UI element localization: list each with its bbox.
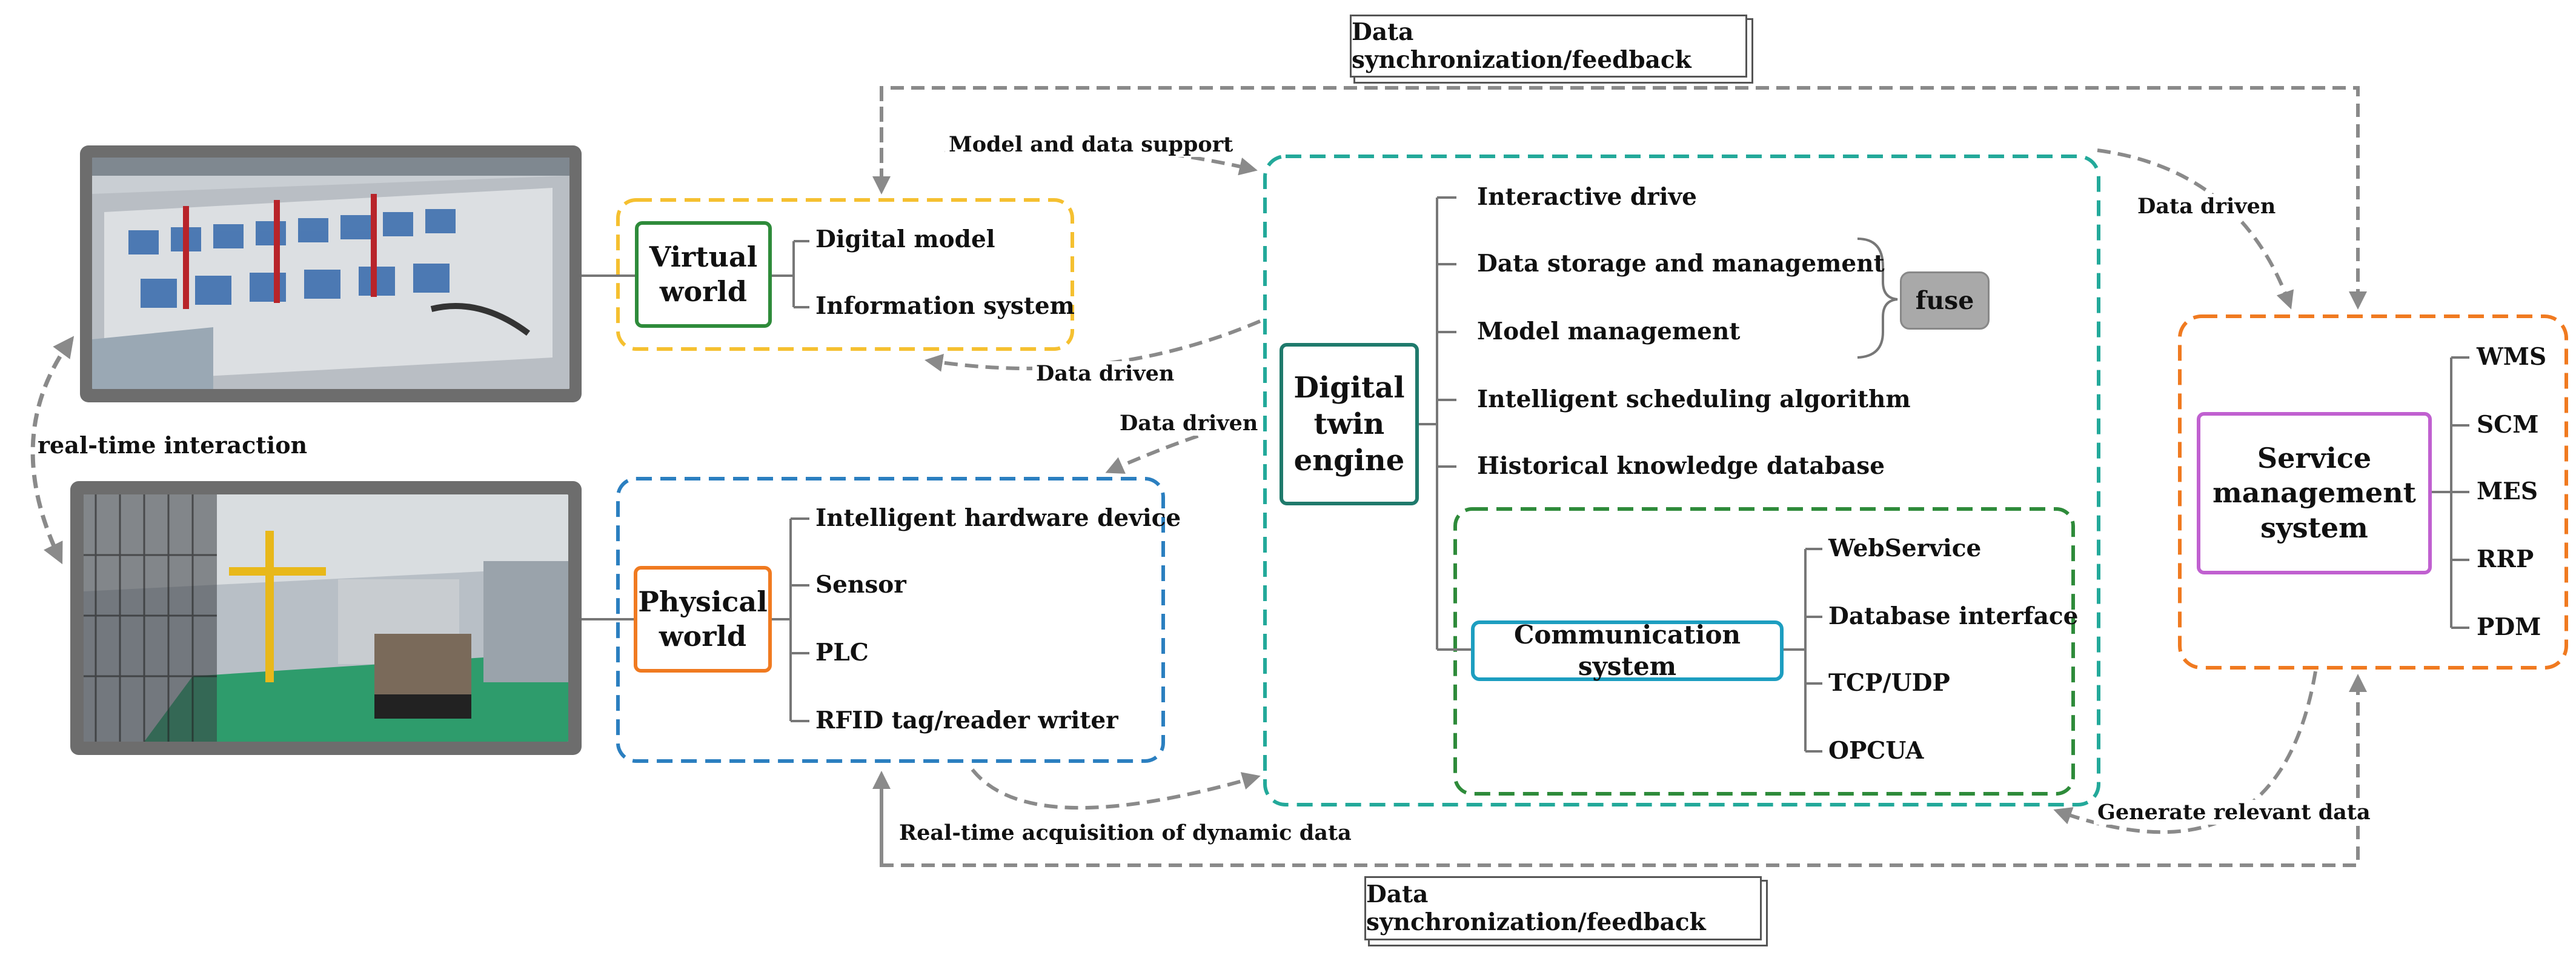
engine-title-line1: Digital xyxy=(1293,371,1405,405)
service-management-node: Service management system xyxy=(2197,412,2432,574)
engine-frame xyxy=(1263,155,2100,806)
physical-item-rfid: RFID tag/reader writer xyxy=(815,707,1118,734)
engine-item-data-storage: Data storage and management xyxy=(1477,250,1885,278)
engine-title-line3: engine xyxy=(1293,444,1405,477)
physical-item-sensor: Sensor xyxy=(815,571,906,599)
service-title-line3: system xyxy=(2260,511,2368,544)
factory-3d-model-icon xyxy=(92,158,569,389)
engine-title-line2: twin xyxy=(1313,407,1385,441)
edge-data-driven-virtual: Data driven xyxy=(1032,361,1178,386)
virtual-title-line2: world xyxy=(659,275,748,308)
virtual-title-line1: Virtual xyxy=(649,240,758,273)
service-frame xyxy=(2178,314,2568,670)
engine-item-scheduling: Intelligent scheduling algorithm xyxy=(1477,385,1911,413)
engine-item-model-management: Model management xyxy=(1477,318,1741,345)
edge-realtime-acquisition: Real-time acquisition of dynamic data xyxy=(895,820,1355,845)
fuse-node: fuse xyxy=(1900,271,1990,330)
edge-generate-relevant-data: Generate relevant data xyxy=(2094,800,2374,825)
virtual-item-digital-model: Digital model xyxy=(815,225,995,253)
comm-item-database-interface: Database interface xyxy=(1828,602,2079,630)
service-item-rrp: RRP xyxy=(2477,545,2534,573)
physical-frame xyxy=(616,477,1165,763)
edge-data-driven-physical: Data driven xyxy=(1116,411,1262,436)
engine-item-interactive-drive: Interactive drive xyxy=(1477,183,1697,211)
service-title-line2: management xyxy=(2213,476,2416,510)
service-item-wms: WMS xyxy=(2477,343,2547,371)
edge-data-driven-service: Data driven xyxy=(2134,194,2280,219)
physical-title-line1: Physical xyxy=(638,585,768,618)
service-item-mes: MES xyxy=(2477,477,2538,505)
service-item-scm: SCM xyxy=(2477,411,2539,439)
factory-floor-photo xyxy=(84,494,568,742)
comm-title: Communication system xyxy=(1513,619,1741,682)
sync-feedback-bottom: Data synchronization/feedback xyxy=(1364,876,1762,940)
physical-photo-frame xyxy=(70,481,582,755)
communication-system-node: Communication system xyxy=(1471,620,1784,681)
comm-item-webservice: WebService xyxy=(1828,534,1982,562)
comm-frame xyxy=(1453,507,2075,796)
digital-twin-engine-node: Digital twin engine xyxy=(1280,343,1419,505)
factory-3d-model-image xyxy=(92,158,569,389)
engine-item-knowledge-db: Historical knowledge database xyxy=(1477,452,1885,480)
physical-item-hardware: Intelligent hardware device xyxy=(815,504,1181,532)
physical-title-line2: world xyxy=(659,620,747,653)
comm-item-opcua: OPCUA xyxy=(1828,737,1924,765)
sync-feedback-top: Data synchronization/feedback xyxy=(1350,15,1747,78)
virtual-photo-frame xyxy=(80,145,582,402)
edge-model-data-support: Model and data support xyxy=(945,132,1237,157)
virtual-world-node: Virtual world xyxy=(635,221,772,328)
physical-world-node: Physical world xyxy=(634,566,772,673)
service-title-line1: Service xyxy=(2257,441,2372,474)
physical-item-plc: PLC xyxy=(815,639,869,667)
comm-item-tcp-udp: TCP/UDP xyxy=(1828,669,1950,697)
factory-floor-photo-icon xyxy=(84,494,568,742)
service-item-pdm: PDM xyxy=(2477,613,2541,641)
virtual-item-information-system: Information system xyxy=(815,292,1075,320)
realtime-interaction-label: real-time interaction xyxy=(38,431,308,459)
